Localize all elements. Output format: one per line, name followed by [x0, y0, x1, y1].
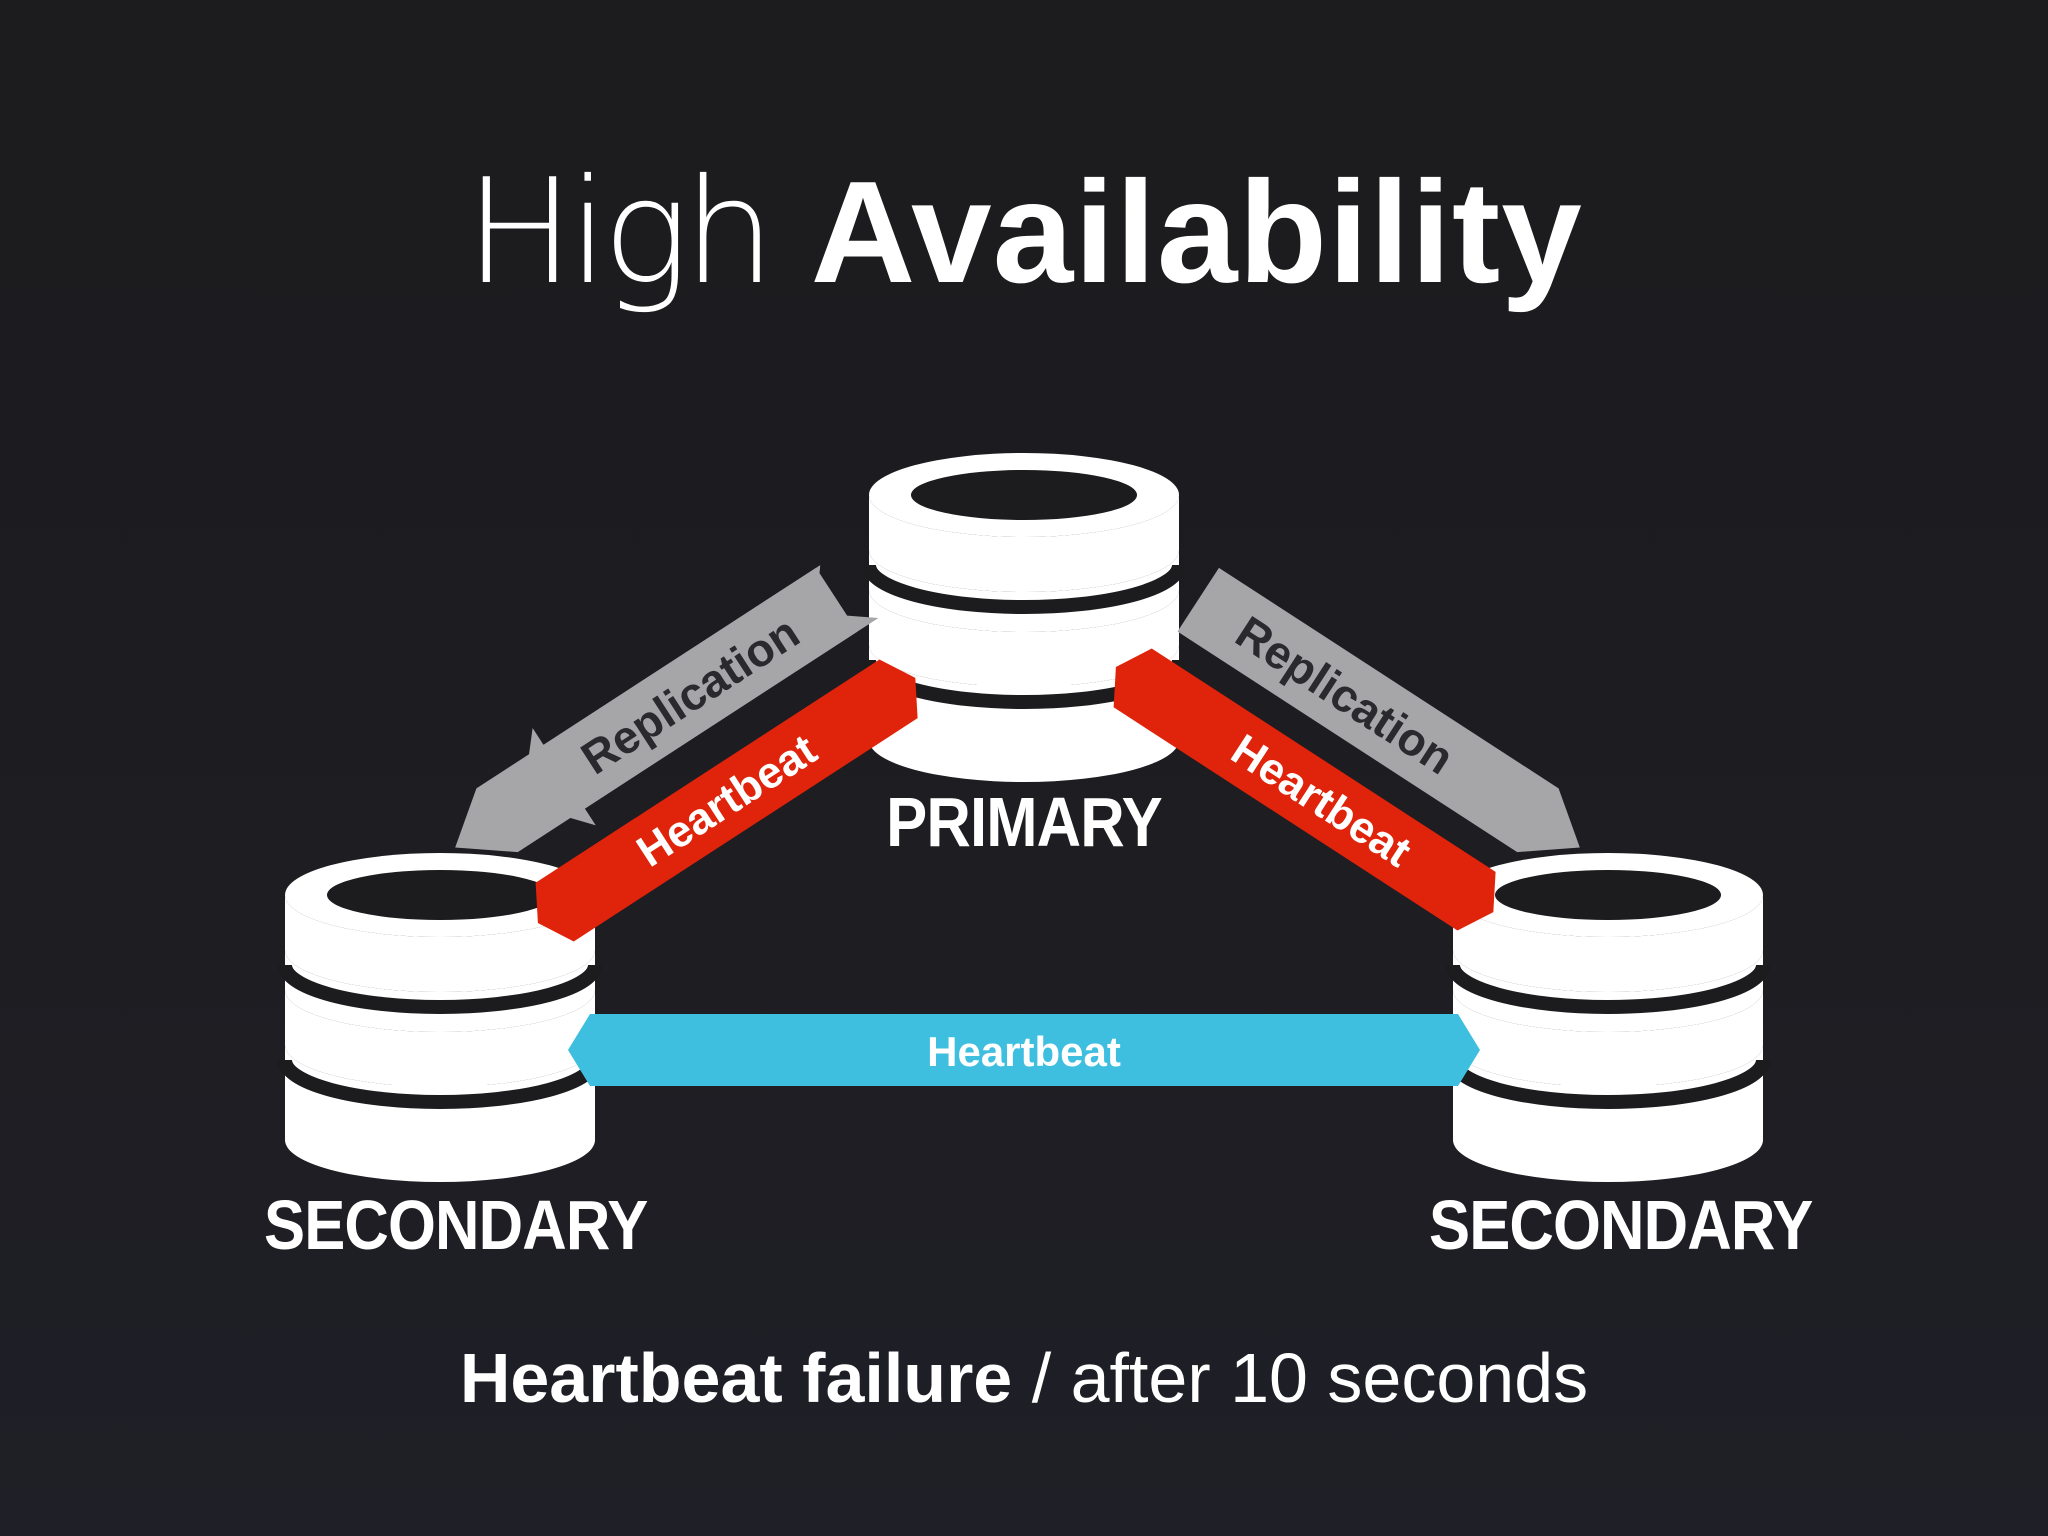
secondary-right-label: SECONDARY — [1429, 1186, 1813, 1264]
title-bold: Availability — [810, 151, 1583, 313]
slide-title: High Availability — [0, 160, 2048, 306]
secondary-left-label: SECONDARY — [264, 1186, 648, 1264]
secondary-right-database-icon — [1453, 853, 1763, 1182]
footer-strong: Heartbeat failure — [459, 1339, 1013, 1417]
heartbeat-label-bottom: Heartbeat — [927, 1028, 1121, 1075]
primary-label: PRIMARY — [886, 783, 1162, 861]
footer-rest: / after 10 seconds — [1012, 1339, 1589, 1417]
heartbeat-link-bottom: Heartbeat — [568, 1014, 1480, 1086]
primary-database-icon — [869, 453, 1179, 782]
title-light: High — [465, 148, 775, 317]
footer-caption: Heartbeat failure / after 10 seconds — [0, 1343, 2048, 1413]
